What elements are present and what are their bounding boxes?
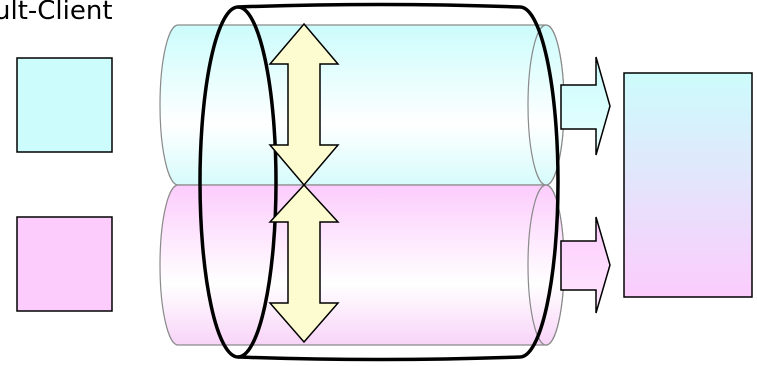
- cylinder-icon: [159, 24, 565, 186]
- pink-square-icon: [16, 216, 113, 312]
- gradient-rectangle-icon: [623, 72, 753, 298]
- diagram-title-fragment: ult-Client: [0, 0, 113, 26]
- cyan-square-icon: [16, 57, 113, 153]
- double-arrow-icon: [268, 183, 340, 344]
- right-arrow-icon: [560, 216, 611, 314]
- cylinder-icon: [159, 184, 565, 346]
- wrapping-ring-icon: [198, 2, 560, 362]
- right-arrow-icon: [560, 56, 611, 156]
